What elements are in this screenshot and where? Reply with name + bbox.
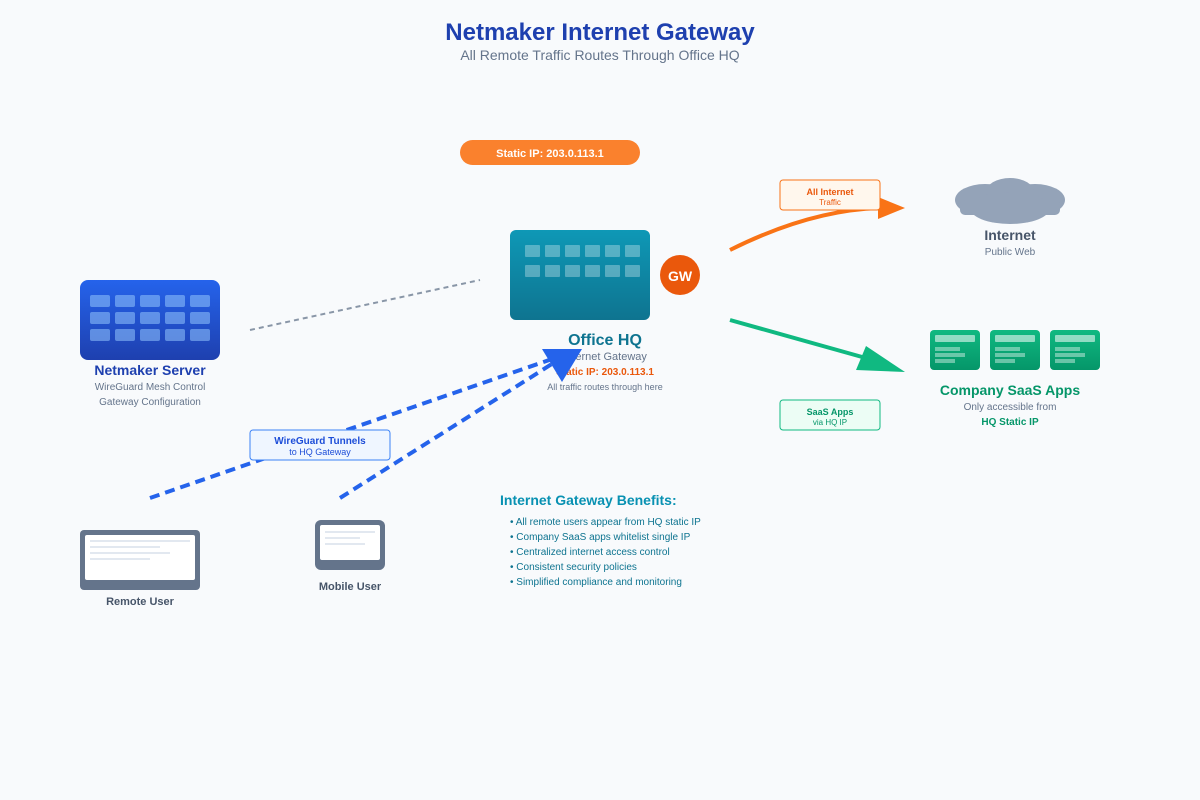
- saas-app-2-icon[interactable]: [990, 330, 1040, 370]
- saas-traffic-label: SaaS Apps via HQ IP: [779, 399, 881, 431]
- internet-sub: Public Web: [985, 247, 1036, 258]
- gateway-badge-label: GW: [668, 268, 693, 284]
- laptop-icon[interactable]: [80, 530, 200, 590]
- benefit-item: • Company SaaS apps whitelist single IP: [510, 532, 691, 543]
- tunnel-arrowhead: [542, 349, 582, 382]
- control-connection-line: [249, 279, 481, 331]
- hq-static-ip: Static IP: 203.0.113.1: [556, 367, 654, 378]
- hq-role: Internet Gateway: [563, 351, 647, 363]
- tunnel-mobile-line: [338, 360, 557, 500]
- tunnels-label-line1: WireGuard Tunnels: [274, 436, 366, 447]
- benefits-title: Internet Gateway Benefits:: [500, 492, 677, 508]
- internet-name: Internet: [984, 227, 1036, 243]
- benefit-item: • All remote users appear from HQ static…: [510, 517, 701, 528]
- saas-app-3-icon[interactable]: [1050, 330, 1100, 370]
- hq-note: All traffic routes through here: [547, 382, 662, 392]
- server-name: Netmaker Server: [94, 362, 206, 378]
- server-rack-icon: [90, 295, 210, 341]
- internet-arrowhead: [878, 197, 905, 219]
- gateway-badge: GW: [660, 255, 700, 295]
- saas-sub2: HQ Static IP: [981, 417, 1039, 428]
- benefit-item: • Simplified compliance and monitoring: [510, 577, 682, 588]
- internet-traffic-label: All Internet Traffic: [779, 179, 881, 211]
- saas-app-1-icon[interactable]: [930, 330, 980, 370]
- remote-user-label: Remote User: [106, 596, 175, 608]
- saas-traffic-label-line1: SaaS Apps: [807, 407, 854, 417]
- building-windows-icon: [525, 245, 640, 277]
- benefit-item: • Consistent security policies: [510, 562, 637, 573]
- internet-traffic-arrow: [729, 206, 881, 252]
- mobile-user-label: Mobile User: [319, 581, 382, 593]
- server-desc-2: Gateway Configuration: [99, 397, 201, 408]
- office-hq-node[interactable]: [510, 230, 650, 320]
- static-ip-pill: Static IP: 203.0.113.1: [460, 140, 640, 165]
- server-desc-1: WireGuard Mesh Control: [95, 382, 206, 393]
- diagram-title: Netmaker Internet Gateway: [445, 19, 755, 46]
- diagram-subtitle: All Remote Traffic Routes Through Office…: [460, 47, 739, 63]
- internet-cloud-icon[interactable]: [955, 178, 1065, 224]
- netmaker-server-node[interactable]: [80, 280, 220, 360]
- hq-name: Office HQ: [568, 332, 642, 349]
- tunnel-remote-line: [149, 356, 556, 500]
- static-ip-pill-label: Static IP: 203.0.113.1: [496, 148, 604, 160]
- saas-traffic-label-line2: via HQ IP: [813, 418, 847, 427]
- saas-arrowhead: [856, 346, 905, 372]
- tunnels-label: WireGuard Tunnels to HQ Gateway: [249, 429, 391, 461]
- internet-traffic-label-line2: Traffic: [819, 198, 841, 207]
- mobile-device-icon[interactable]: [315, 520, 385, 570]
- saas-sub: Only accessible from: [964, 402, 1057, 413]
- benefit-item: • Centralized internet access control: [510, 547, 670, 558]
- internet-traffic-label-line1: All Internet: [806, 187, 853, 197]
- saas-traffic-arrow: [729, 318, 881, 364]
- saas-name: Company SaaS Apps: [940, 382, 1081, 398]
- tunnels-label-line2: to HQ Gateway: [289, 447, 351, 457]
